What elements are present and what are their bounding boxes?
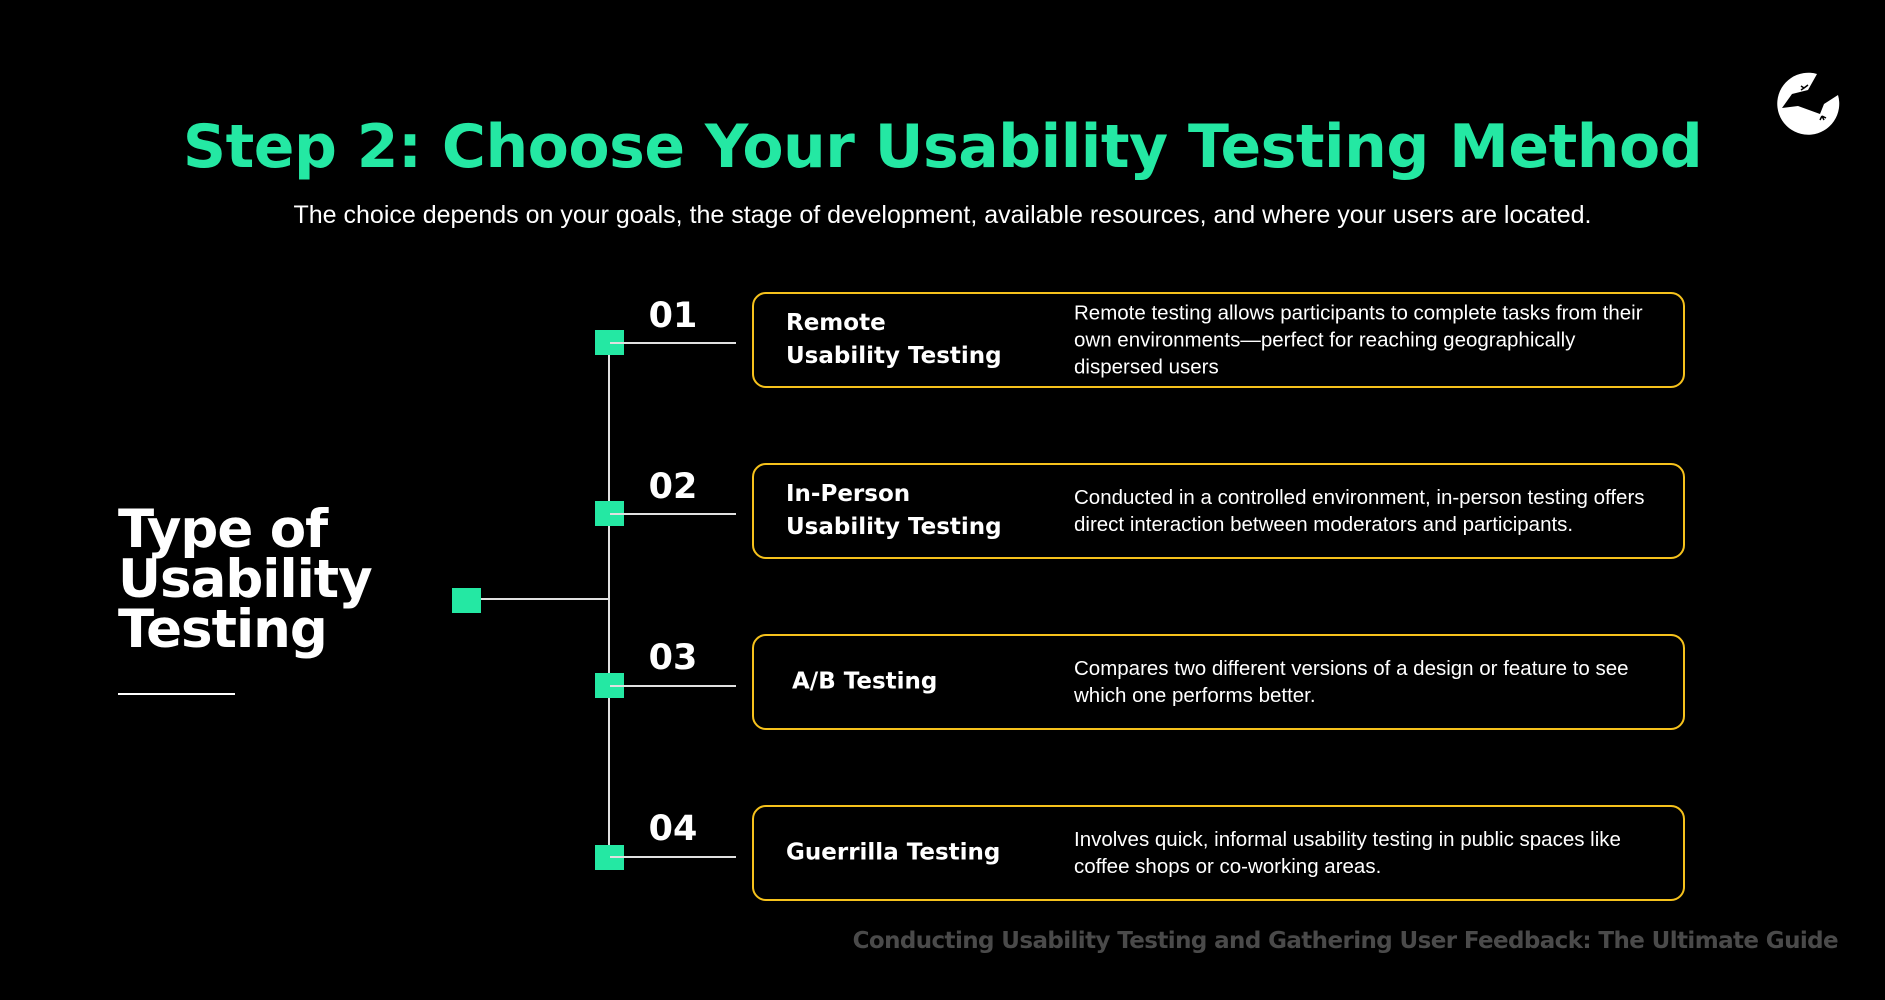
page-subtitle: The choice depends on your goals, the st… [293,201,1592,229]
card-title: Guerrilla Testing [786,837,1046,870]
item-number: 03 [648,638,698,678]
branch-line-04 [610,856,736,858]
method-card-ab: A/B Testing Compares two different versi… [752,634,1685,730]
card-description: Conducted in a controlled environment, i… [1074,486,1645,536]
card-title-line: In-Person [786,481,911,507]
root-title: Type of Usability Testing [118,499,373,660]
card-description: Involves quick, informal usability testi… [1074,828,1621,878]
card-description: Compares two different versions of a des… [1074,657,1629,707]
tree-spine-line [608,342,610,858]
bird-circle-logo-icon [1777,72,1840,135]
item-number: 01 [648,296,698,336]
root-title-line: Type of [118,499,328,560]
method-card-in-person: In-Person Usability Testing Conducted in… [752,463,1685,559]
footer-guide-title: Conducting Usability Testing and Gatheri… [852,928,1839,954]
root-connector-line [481,598,609,600]
root-title-line: Testing [118,599,328,660]
card-description: Remote testing allows participants to co… [1074,301,1643,379]
branch-line-01 [610,342,736,344]
branch-line-02 [610,513,736,515]
root-node-marker [452,588,481,613]
card-title: Remote Usability Testing [786,307,1046,373]
method-card-guerrilla: Guerrilla Testing Involves quick, inform… [752,805,1685,901]
card-title-line: Remote [786,310,886,336]
root-title-line: Usability [118,549,373,610]
card-title: A/B Testing [792,666,1052,699]
card-title-line: Usability Testing [786,343,1002,369]
branch-line-03 [610,685,736,687]
method-card-remote: Remote Usability Testing Remote testing … [752,292,1685,388]
card-title-line: Guerrilla Testing [786,839,1001,866]
title-underline [118,693,235,695]
page-title: Step 2: Choose Your Usability Testing Me… [182,112,1703,182]
card-title: In-Person Usability Testing [786,478,1046,544]
card-title-line: A/B Testing [792,668,938,695]
card-title-line: Usability Testing [786,514,1002,540]
item-number: 04 [648,809,698,849]
logo [1774,70,1840,136]
item-number: 02 [648,467,698,507]
